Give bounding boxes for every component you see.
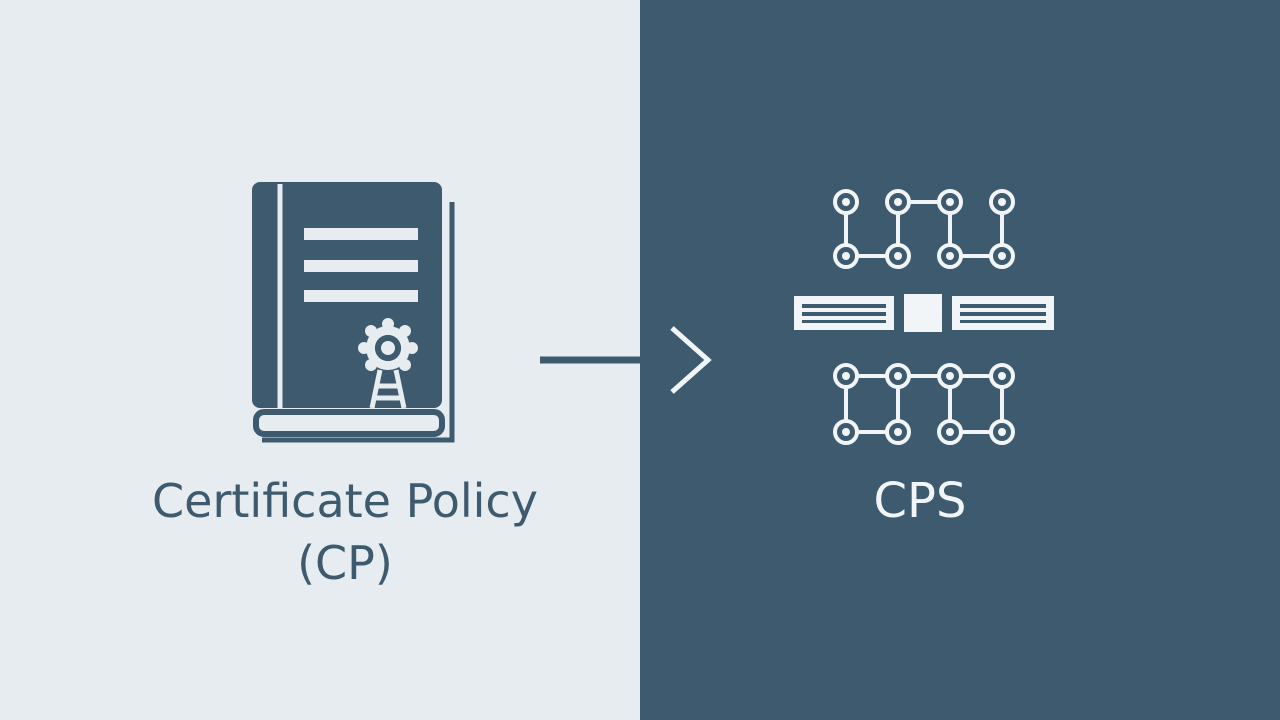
cp-label-line1: Certificate Policy [152, 474, 538, 528]
arrow-right-icon [540, 326, 712, 394]
cp-label-line2: (CP) [297, 536, 393, 590]
right-panel [640, 0, 1280, 720]
cp-label: Certificate Policy (CP) [40, 470, 650, 594]
node-network-icon [794, 189, 1054, 445]
cps-label: CPS [873, 473, 967, 529]
certificate-book-icon [252, 182, 455, 443]
